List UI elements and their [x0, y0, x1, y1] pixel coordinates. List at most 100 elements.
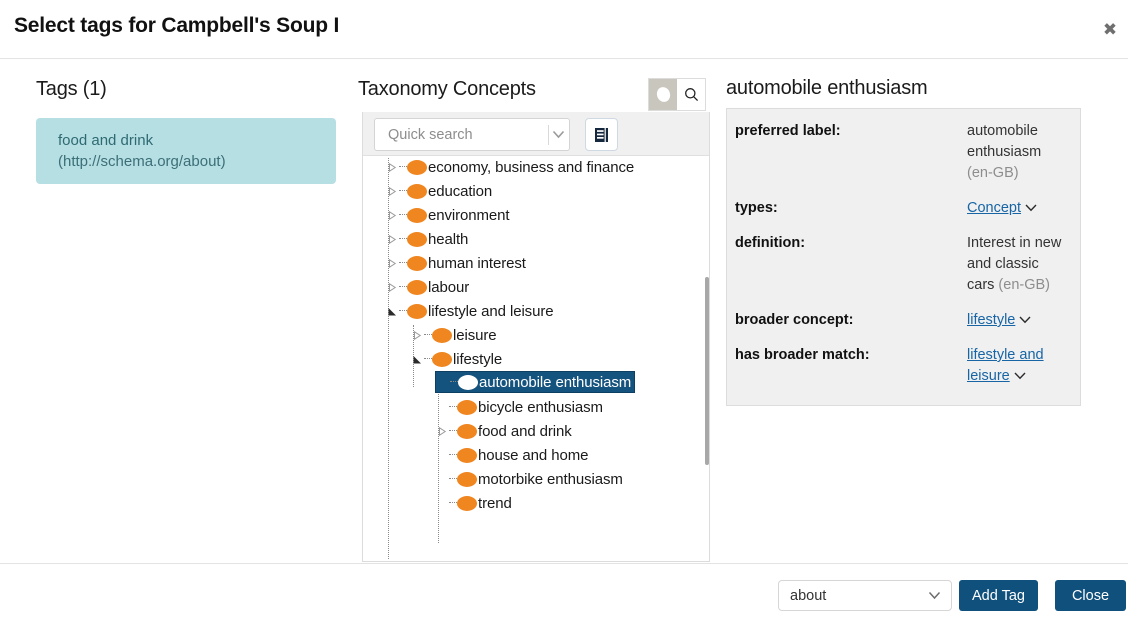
tree-item-economy-business-and-finance[interactable]: economy, business and finance — [385, 157, 637, 179]
detail-value-lang: (en-GB) — [967, 165, 1019, 181]
concept-bullet-icon — [407, 303, 427, 319]
detail-key: broader concept: — [735, 312, 854, 328]
tree-item-label: house and home — [478, 446, 589, 464]
tree-node: lifestyle — [363, 347, 709, 371]
tree-node: automobile enthusiasm — [363, 371, 709, 395]
tree-item-environment[interactable]: environment — [385, 203, 512, 227]
tree-connector — [399, 157, 407, 179]
collapsed-arrow-icon[interactable] — [410, 323, 424, 347]
tree-connector — [424, 323, 432, 347]
tree-node: health — [363, 227, 709, 251]
tree-item-lifestyle[interactable]: lifestyle — [410, 347, 505, 371]
concept-bullet-icon — [407, 231, 427, 247]
search-input[interactable] — [386, 125, 548, 144]
detail-value: automobile enthusiasm (en-GB) — [967, 121, 1064, 184]
tree-item-food-and-drink[interactable]: food and drink — [435, 419, 575, 443]
tree-item-trend[interactable]: trend — [435, 491, 515, 515]
tree-item-lifestyle-and-leisure[interactable]: lifestyle and leisure — [385, 299, 556, 323]
collapsed-arrow-icon[interactable] — [385, 275, 399, 299]
chevron-down-icon[interactable] — [1025, 198, 1037, 219]
scheme-select[interactable]: about — [778, 580, 952, 611]
tree-item-label: leisure — [453, 326, 497, 344]
tree-node: education — [363, 179, 709, 203]
tree-item-human-interest[interactable]: human interest — [385, 251, 529, 275]
collapsed-arrow-icon[interactable] — [385, 203, 399, 227]
tree-item-bicycle-enthusiasm[interactable]: bicycle enthusiasm — [435, 395, 606, 419]
detail-key: types: — [735, 200, 778, 216]
concept-detail-card: preferred label:automobile enthusiasm (e… — [726, 108, 1081, 406]
tree-node: leisure — [363, 323, 709, 347]
concept-bullet-icon — [457, 471, 477, 487]
detail-value-link[interactable]: Concept — [967, 200, 1022, 216]
tree-scrollbar-thumb[interactable] — [705, 277, 709, 465]
detail-row: types: Concept — [735, 198, 1064, 219]
collapsed-arrow-icon[interactable] — [385, 227, 399, 251]
ellipse-icon — [654, 85, 672, 104]
concept-bullet-icon — [407, 279, 427, 295]
detail-row: broader concept: lifestyle — [735, 310, 1064, 331]
tree-connector — [424, 347, 432, 371]
concept-mode-button[interactable] — [649, 79, 677, 110]
close-icon[interactable]: ✖ — [1102, 20, 1118, 39]
concept-bullet-icon — [457, 399, 477, 415]
tree-item-label: human interest — [428, 254, 526, 272]
collapsed-arrow-icon[interactable] — [385, 251, 399, 275]
chevron-down-icon[interactable] — [1014, 366, 1026, 387]
tree-node: motorbike enthusiasm — [363, 467, 709, 491]
expanded-arrow-icon[interactable] — [410, 347, 424, 371]
tree-item-label: lifestyle and leisure — [428, 302, 554, 320]
detail-value-link[interactable]: lifestyle — [967, 312, 1016, 328]
divider — [548, 124, 549, 145]
tree-node: lifestyle and leisure — [363, 299, 709, 323]
concept-bullet-icon — [458, 374, 478, 390]
tree-item-automobile-enthusiasm[interactable]: automobile enthusiasm — [435, 370, 636, 394]
concept-detail-title: automobile enthusiasm — [726, 77, 928, 99]
tag-chip-uri: (http://schema.org/about) — [58, 153, 226, 170]
taxonomy-panel-title: Taxonomy Concepts — [358, 78, 536, 100]
book-icon — [595, 127, 608, 142]
tree-item-label: education — [428, 182, 493, 200]
detail-value-link[interactable]: lifestyle and leisure — [967, 347, 1044, 384]
close-button[interactable]: Close — [1055, 580, 1126, 611]
tree-item-leisure[interactable]: leisure — [410, 323, 500, 347]
detail-key: definition: — [735, 235, 806, 251]
collapsed-arrow-icon[interactable] — [385, 157, 399, 179]
concept-bullet-icon — [432, 327, 452, 343]
tags-panel: Tags (1) food and drink (http://schema.o… — [0, 59, 356, 563]
concept-bullet-icon — [407, 255, 427, 271]
tags-panel-title: Tags (1) — [36, 78, 107, 100]
tree-item-health[interactable]: health — [385, 227, 471, 251]
tree-body[interactable]: crime, law and justicedisaster and accid… — [363, 157, 709, 560]
expanded-arrow-icon[interactable] — [385, 299, 399, 323]
tree-connector — [399, 275, 407, 299]
tree-item-education[interactable]: education — [385, 179, 495, 203]
tree-node-list: crime, law and justicedisaster and accid… — [363, 157, 709, 560]
tag-chip-food-and-drink[interactable]: food and drink (http://schema.org/about) — [36, 118, 336, 184]
book-icon-button[interactable] — [585, 118, 618, 151]
tree-item-labour[interactable]: labour — [385, 275, 472, 299]
detail-value: lifestyle and leisure — [967, 345, 1064, 387]
detail-key: has broader match: — [735, 347, 870, 363]
add-tag-button[interactable]: Add Tag — [959, 580, 1038, 611]
chevron-down-icon[interactable] — [1019, 310, 1031, 331]
detail-value-lang: (en-GB) — [998, 277, 1050, 293]
concept-bullet-icon — [457, 423, 477, 439]
detail-value: Interest in new and classic cars (en-GB) — [967, 233, 1064, 296]
detail-row: preferred label:automobile enthusiasm (e… — [735, 121, 1064, 184]
search-mode-button[interactable] — [677, 79, 705, 110]
tree-item-label: environment — [428, 206, 510, 224]
taxonomy-toolbar — [648, 78, 706, 111]
collapsed-arrow-icon[interactable] — [435, 419, 449, 443]
tree-item-label: labour — [428, 278, 470, 296]
tree-item-label: food and drink — [478, 422, 572, 440]
detail-value: Concept — [967, 198, 1064, 219]
tree-item-house-and-home[interactable]: house and home — [435, 443, 591, 467]
concept-bullet-icon — [457, 495, 477, 511]
chevron-down-icon[interactable] — [549, 130, 569, 139]
quick-search-wrapper[interactable] — [374, 118, 570, 151]
tree-spacer — [436, 370, 450, 394]
tree-spacer — [435, 491, 449, 515]
tree-item-motorbike-enthusiasm[interactable]: motorbike enthusiasm — [435, 467, 626, 491]
collapsed-arrow-icon[interactable] — [385, 179, 399, 203]
tree-node: food and drink — [363, 419, 709, 443]
